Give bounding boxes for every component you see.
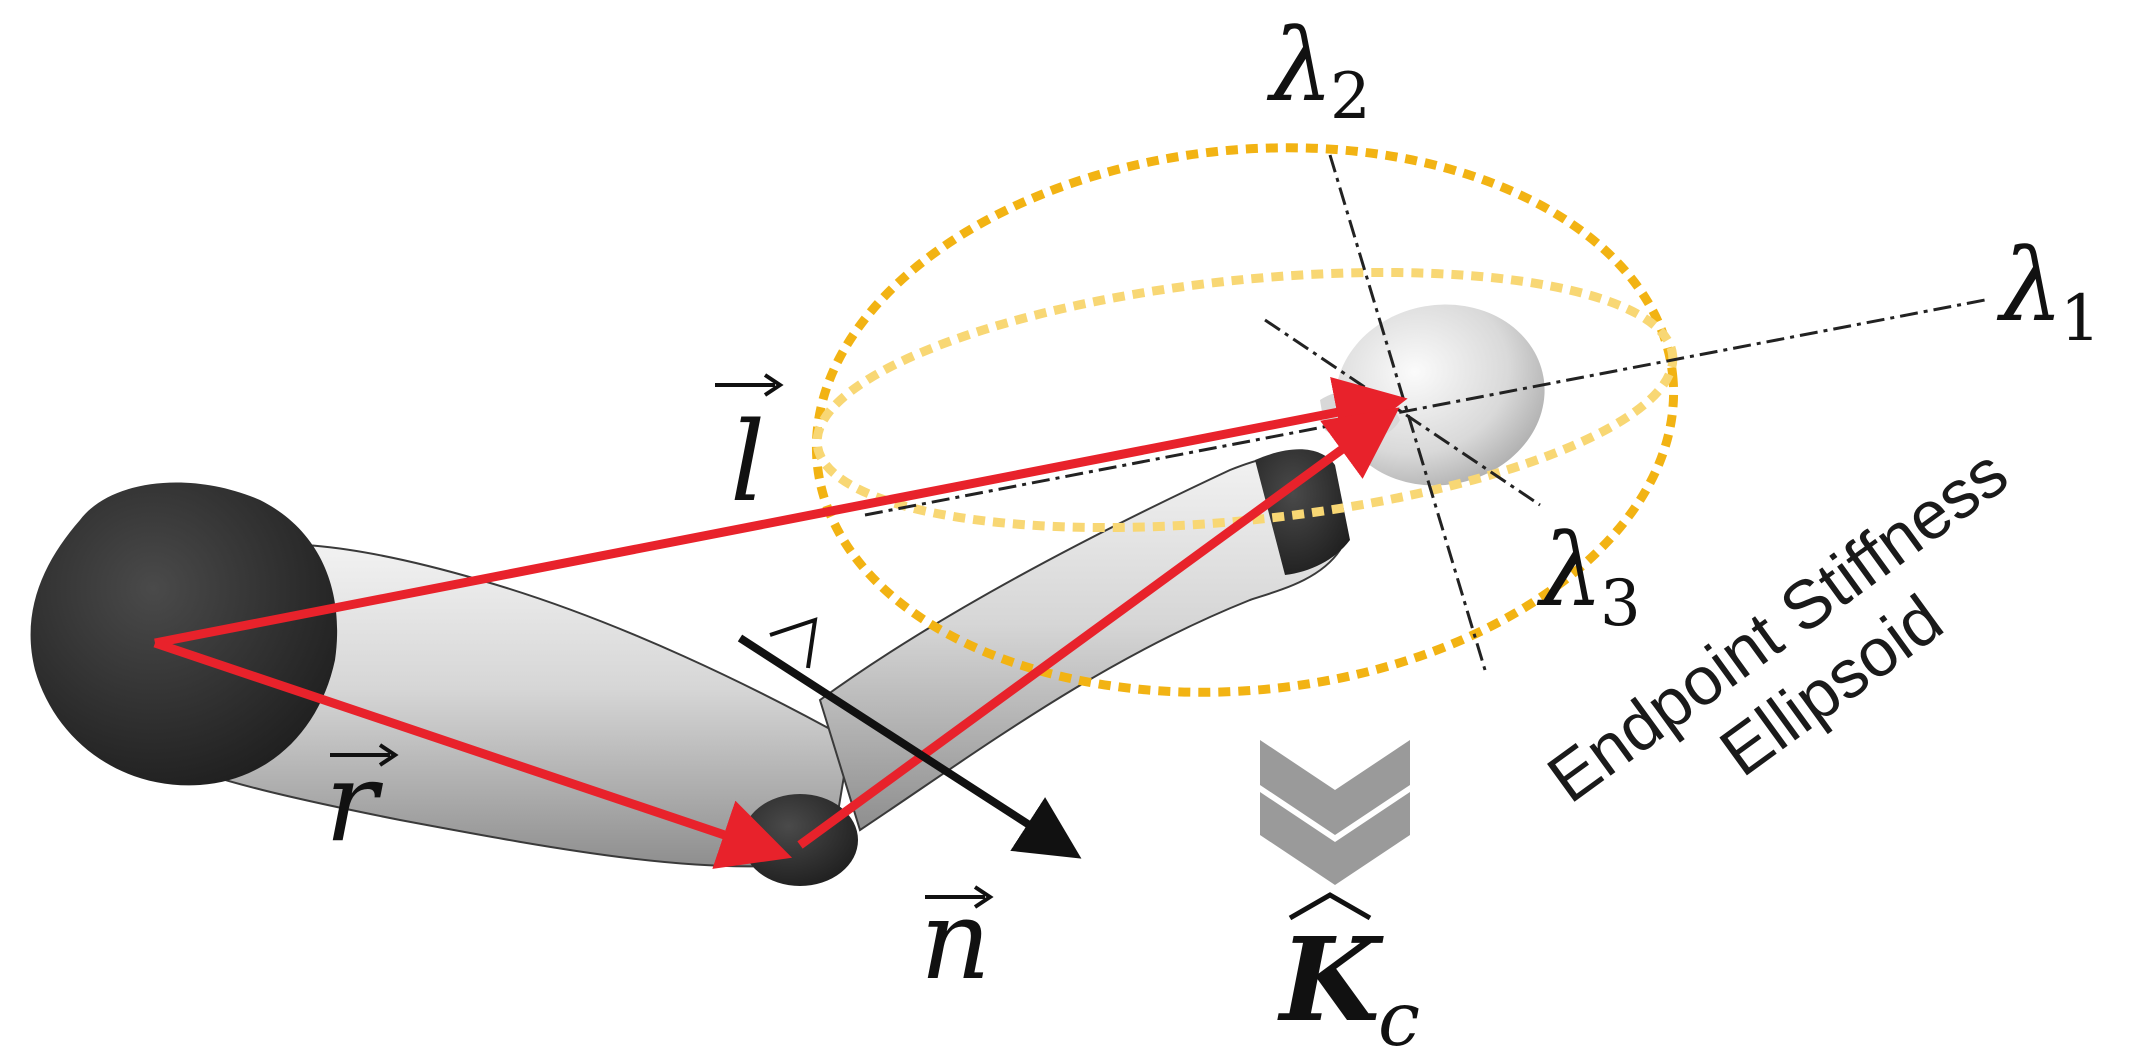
ellipsoid-label: Endpoint Stiffness Ellipsoid (1534, 434, 2021, 817)
svg-text:r: r (325, 738, 384, 866)
label-lambda2: λ 2 (1266, 7, 1371, 134)
vector-l-arrow (154, 377, 1408, 648)
right-angle-marker (769, 617, 818, 669)
axis-lambda2 (1328, 154, 1487, 671)
svg-text:λ: λ (1266, 7, 1333, 124)
svg-text:K: K (1277, 913, 1384, 1048)
axis-lambda3 (1264, 318, 1541, 507)
axis-lambda1 (864, 298, 1986, 517)
vector-forearm-arrow (797, 407, 1400, 849)
svg-text:1: 1 (2060, 282, 2101, 356)
double-chevron-down-icon (1260, 740, 1410, 885)
svg-text:c: c (1378, 975, 1420, 1063)
label-l: l (715, 373, 784, 526)
svg-text:l: l (730, 398, 765, 526)
label-k-hat: K c (1277, 892, 1420, 1063)
label-lambda3: λ 3 (1536, 512, 1641, 641)
svg-text:λ: λ (1996, 227, 2063, 344)
label-n: n (920, 876, 994, 1004)
svg-text:2: 2 (1330, 60, 1371, 134)
stiffness-ellipse-inner (812, 267, 1678, 533)
vector-n-arrow (737, 634, 1082, 859)
svg-text:λ: λ (1536, 512, 1603, 629)
label-r: r (325, 738, 399, 866)
vector-r-arrow (153, 638, 793, 869)
svg-text:3: 3 (1600, 567, 1641, 641)
label-lambda1: λ 1 (1996, 227, 2101, 356)
stiffness-ellipse-outer (811, 143, 1679, 697)
